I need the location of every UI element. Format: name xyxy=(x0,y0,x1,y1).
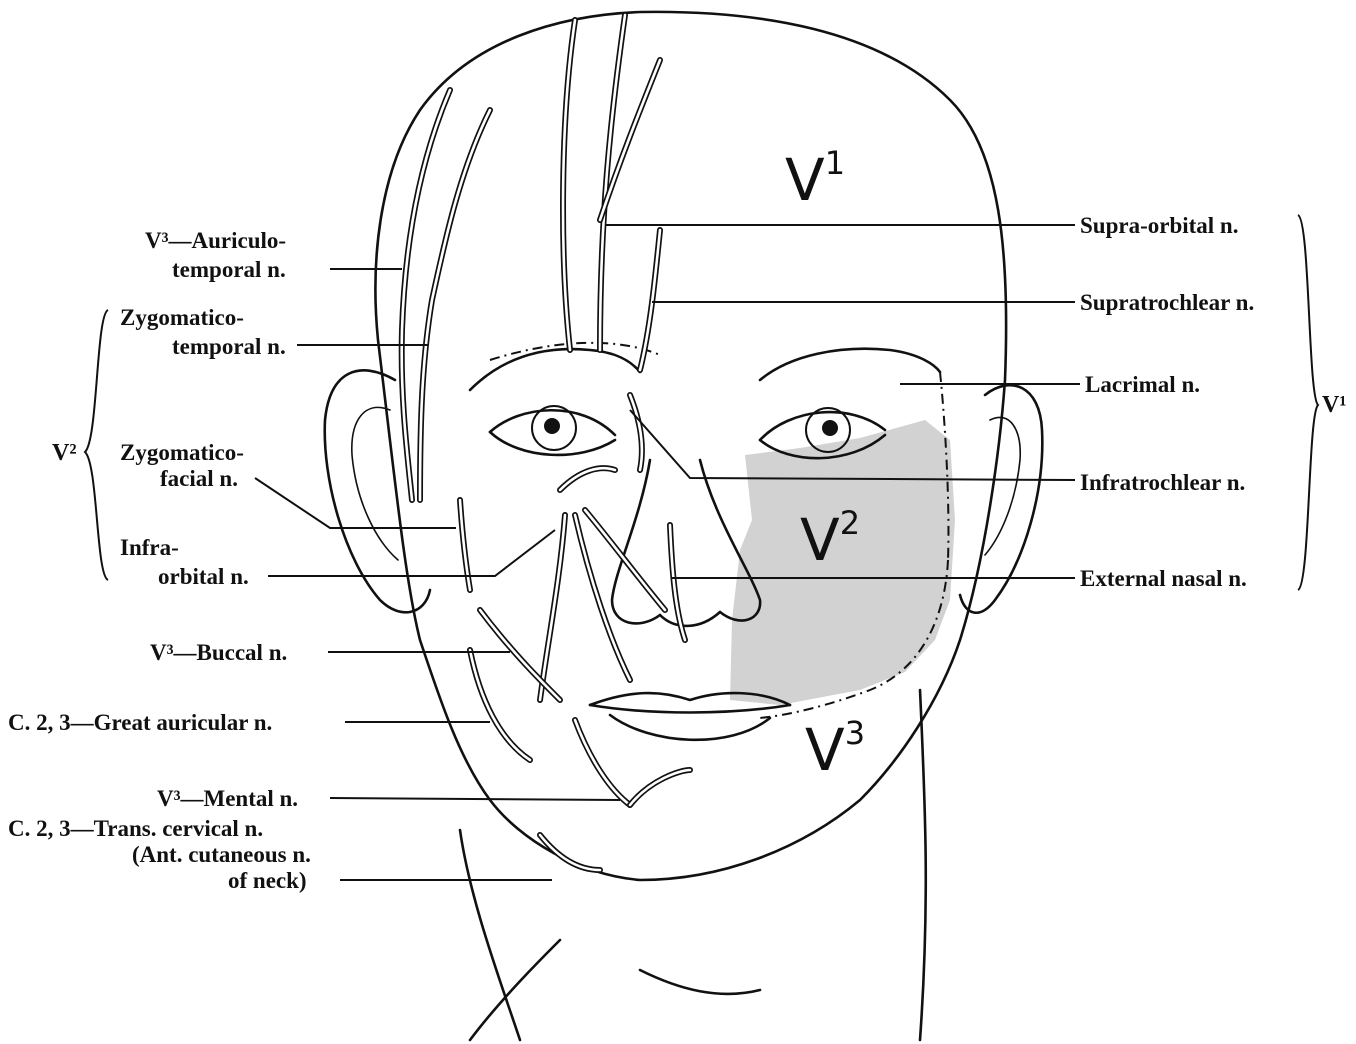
label-infratrochlear: Infratrochlear n. xyxy=(1080,470,1245,495)
nerve-branches xyxy=(402,15,690,870)
right-pupil xyxy=(822,420,838,436)
region-v1: V1 xyxy=(785,144,845,214)
region-v3: V3 xyxy=(805,714,865,784)
left-eye-lower xyxy=(490,432,615,455)
neck-right xyxy=(920,690,926,1040)
label-zygt-2: temporal n. xyxy=(172,334,286,359)
leader-infraorbital xyxy=(268,530,555,576)
label-zygf-1: Zygomatico- xyxy=(120,440,244,465)
label-great-auricular: C. 2, 3—Great auricular n. xyxy=(8,710,272,735)
nose-tip xyxy=(660,612,720,626)
bracket-v2 xyxy=(85,310,108,580)
right-eyebrow xyxy=(760,349,940,380)
label-mental: V³—Mental n. xyxy=(157,786,298,811)
label-v1-group: V¹ xyxy=(1322,392,1347,418)
left-eyebrow xyxy=(470,349,640,390)
v2-shaded-region xyxy=(730,420,955,705)
label-buccal: V³—Buccal n. xyxy=(150,640,287,665)
label-auriculo-2: temporal n. xyxy=(172,257,286,282)
label-trans-1: C. 2, 3—Trans. cervical n. xyxy=(8,816,263,841)
lip-line xyxy=(590,705,790,713)
left-ear-inner xyxy=(352,407,398,560)
bracket-v1 xyxy=(1298,215,1318,590)
leader-zygomaticofacial xyxy=(255,478,456,528)
label-supra-orbital: Supra-orbital n. xyxy=(1080,213,1238,238)
label-trans-2: (Ant. cutaneous n. xyxy=(132,842,311,867)
label-zygt-1: Zygomatico- xyxy=(120,305,244,330)
left-label-group: V³—Auriculo- temporal n. Zygomatico- tem… xyxy=(8,228,620,893)
right-label-group: Supra-orbital n. Supratrochlear n. Lacri… xyxy=(605,213,1347,591)
label-trans-3: of neck) xyxy=(228,868,307,893)
label-v2-group: V² xyxy=(52,440,77,466)
lower-lip xyxy=(610,715,770,740)
label-supratrochlear: Supratrochlear n. xyxy=(1080,290,1254,315)
label-auriculo-1: V³—Auriculo- xyxy=(145,228,286,253)
right-ear-inner xyxy=(985,417,1020,555)
label-infra-2: orbital n. xyxy=(158,564,249,589)
leader-mental xyxy=(330,798,620,800)
label-zygf-2: facial n. xyxy=(160,466,238,491)
label-external-nasal: External nasal n. xyxy=(1080,566,1247,591)
label-lacrimal: Lacrimal n. xyxy=(1085,372,1200,397)
neck-left xyxy=(460,830,520,1040)
left-pupil xyxy=(544,418,560,434)
neck-fold xyxy=(640,970,760,994)
label-infra-1: Infra- xyxy=(120,535,179,560)
